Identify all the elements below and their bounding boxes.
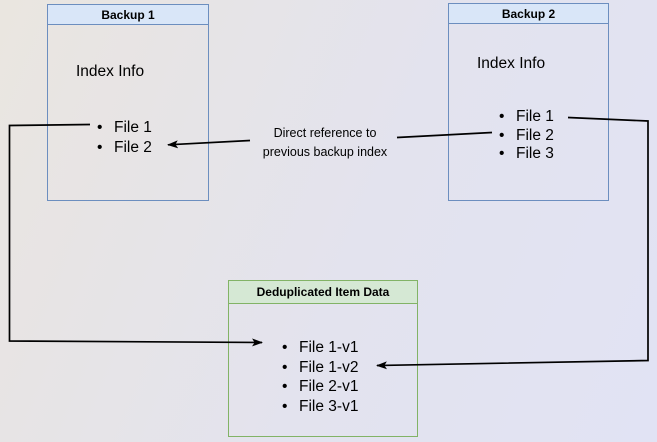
node-backup-2-header: Backup 2 [449, 4, 608, 24]
node-backup-1: Backup 1 Index Info • File 1 • File 2 [47, 4, 209, 201]
list-item: • File 2 [499, 127, 554, 146]
file-label: File 2 [114, 138, 152, 156]
node-backup-2-title: Backup 2 [501, 6, 556, 21]
bullet-icon: • [282, 358, 288, 376]
list-item: • File 1 [499, 108, 554, 127]
list-item: • File 1 [97, 118, 152, 138]
node-dedup-file-list: • File 1-v1 • File 1-v2 • File 2-v1 • Fi… [282, 338, 358, 416]
edge-label-line-1: Direct reference to [273, 126, 377, 140]
node-deduplicated-item-data: Deduplicated Item Data • File 1-v1 • Fil… [228, 280, 418, 437]
node-backup-2-file-list: • File 1 • File 2 • File 3 [499, 108, 554, 164]
file-label: File 1 [114, 119, 152, 136]
edge-label-line-2: previous backup index [262, 144, 388, 159]
bullet-icon: • [499, 145, 505, 162]
file-label: File 1 [516, 108, 554, 125]
list-item: • File 1-v2 [282, 358, 358, 378]
file-label: File 3 [516, 145, 554, 162]
node-backup-1-section-title: Index Info [76, 63, 145, 80]
node-backup-1-title: Backup 1 [101, 7, 155, 22]
node-dedup-title: Deduplicated Item Data [256, 285, 390, 299]
node-backup-2-section-title: Index Info [477, 55, 546, 72]
bullet-icon: • [97, 119, 103, 136]
bullet-icon: • [282, 378, 288, 395]
file-label: File 1-v1 [299, 339, 359, 356]
list-item: • File 3 [499, 145, 554, 164]
bullet-icon: • [282, 339, 288, 356]
bullet-icon: • [499, 126, 505, 144]
file-label: File 2-v1 [299, 378, 359, 395]
node-backup-2: Backup 2 Index Info • File 1 • File 2 • … [448, 3, 609, 201]
file-label: File 2 [516, 126, 554, 144]
bullet-icon: • [97, 138, 103, 156]
list-item: • File 2-v1 [282, 377, 358, 397]
node-dedup-header: Deduplicated Item Data [229, 281, 417, 304]
file-label: File 1-v2 [299, 358, 359, 376]
node-backup-1-file-list: • File 1 • File 2 [97, 118, 152, 157]
edge-label-direct-reference: Direct reference to previous backup inde… [232, 124, 418, 161]
bullet-icon: • [499, 108, 505, 125]
bullet-icon: • [282, 397, 288, 415]
list-item: • File 3-v1 [282, 397, 358, 417]
list-item: • File 1-v1 [282, 338, 358, 358]
file-label: File 3-v1 [299, 397, 359, 415]
node-backup-1-header: Backup 1 [48, 5, 208, 25]
list-item: • File 2 [97, 138, 152, 158]
